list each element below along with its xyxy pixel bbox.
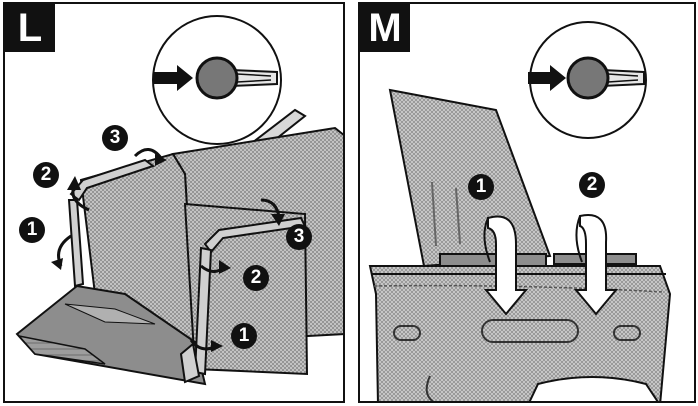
step-badge-2-right: 2: [243, 265, 269, 291]
rotate-arrow-icon: [483, 214, 619, 316]
step-badge-1-bottom: 1: [231, 323, 257, 349]
basket-slots-m: [393, 319, 641, 401]
basket-illustration-l: [15, 15, 343, 386]
panel-label-m: M: [360, 4, 410, 52]
step-badge-3-right: 3: [286, 224, 312, 250]
panel-m: M: [358, 2, 696, 403]
panel-label-l: L: [5, 4, 55, 52]
arrow-right-icon: [153, 65, 193, 91]
magnifier-circle-m: [528, 21, 647, 139]
magnifier-circle-l: [152, 15, 282, 145]
step-badge-1-left: 1: [19, 217, 45, 243]
step-badge-1-m: 1: [468, 174, 494, 200]
step-badge-2-left: 2: [33, 162, 59, 188]
basket-illustration-m: [368, 21, 672, 401]
arrow-right-icon: [528, 65, 566, 91]
step-badge-3-top: 3: [102, 125, 128, 151]
step-badge-2-m: 2: [579, 172, 605, 198]
panel-l: L: [3, 2, 345, 403]
